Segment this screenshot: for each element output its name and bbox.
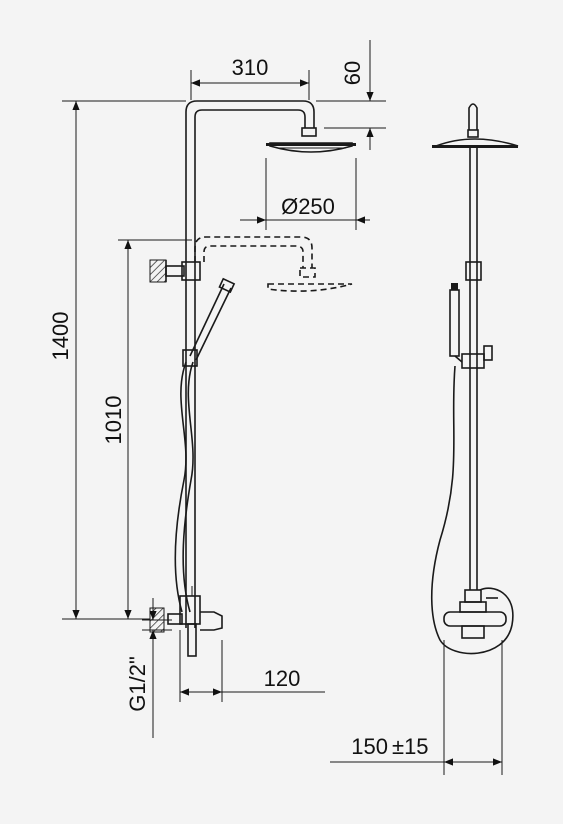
lowered-arm-dashed — [194, 236, 353, 292]
side-view — [430, 103, 519, 655]
dim-head-drop-label: 60 — [340, 61, 365, 85]
side-slider — [454, 345, 493, 369]
hand-shower — [189, 277, 236, 361]
dim-head-diameter: Ø250 — [240, 158, 370, 230]
dim-connection-label: G1/2" — [125, 656, 150, 712]
head-connector — [301, 127, 317, 137]
dim-inlet-centres: 150 ±15 — [330, 640, 503, 775]
dim-inlet-centres-tolerance: ±15 — [392, 734, 429, 759]
dim-min-height: 1010 — [101, 239, 192, 619]
dim-spout-projection: 120 — [179, 630, 325, 702]
side-mixer — [443, 589, 507, 639]
dim-spout-projection-label: 120 — [264, 666, 301, 691]
dim-total-height-label: 1400 — [48, 312, 73, 361]
dim-arm-length-label: 310 — [232, 55, 269, 80]
top-wall-bracket — [149, 259, 201, 283]
dim-inlet-centres-value: 150 — [351, 734, 388, 759]
dim-total-height: 1400 — [48, 100, 186, 620]
side-rain-head — [432, 138, 519, 148]
side-hand-shower — [449, 283, 460, 357]
side-shower-hose — [430, 365, 514, 655]
riser-pipe — [185, 100, 315, 628]
dim-connection: G1/2" — [125, 598, 172, 738]
dim-head-diameter-label: Ø250 — [281, 194, 335, 219]
rain-shower-head — [266, 142, 356, 153]
dim-arm-length: 310 — [190, 55, 310, 100]
front-view — [149, 100, 356, 657]
side-top-bracket — [465, 261, 482, 281]
side-arm-tip — [468, 103, 478, 130]
dim-min-height-label: 1010 — [101, 396, 126, 445]
shower-hose — [174, 361, 194, 613]
mixer-valve — [167, 586, 223, 657]
side-head-connector — [467, 129, 479, 138]
dim-head-drop: 60 — [316, 40, 386, 150]
